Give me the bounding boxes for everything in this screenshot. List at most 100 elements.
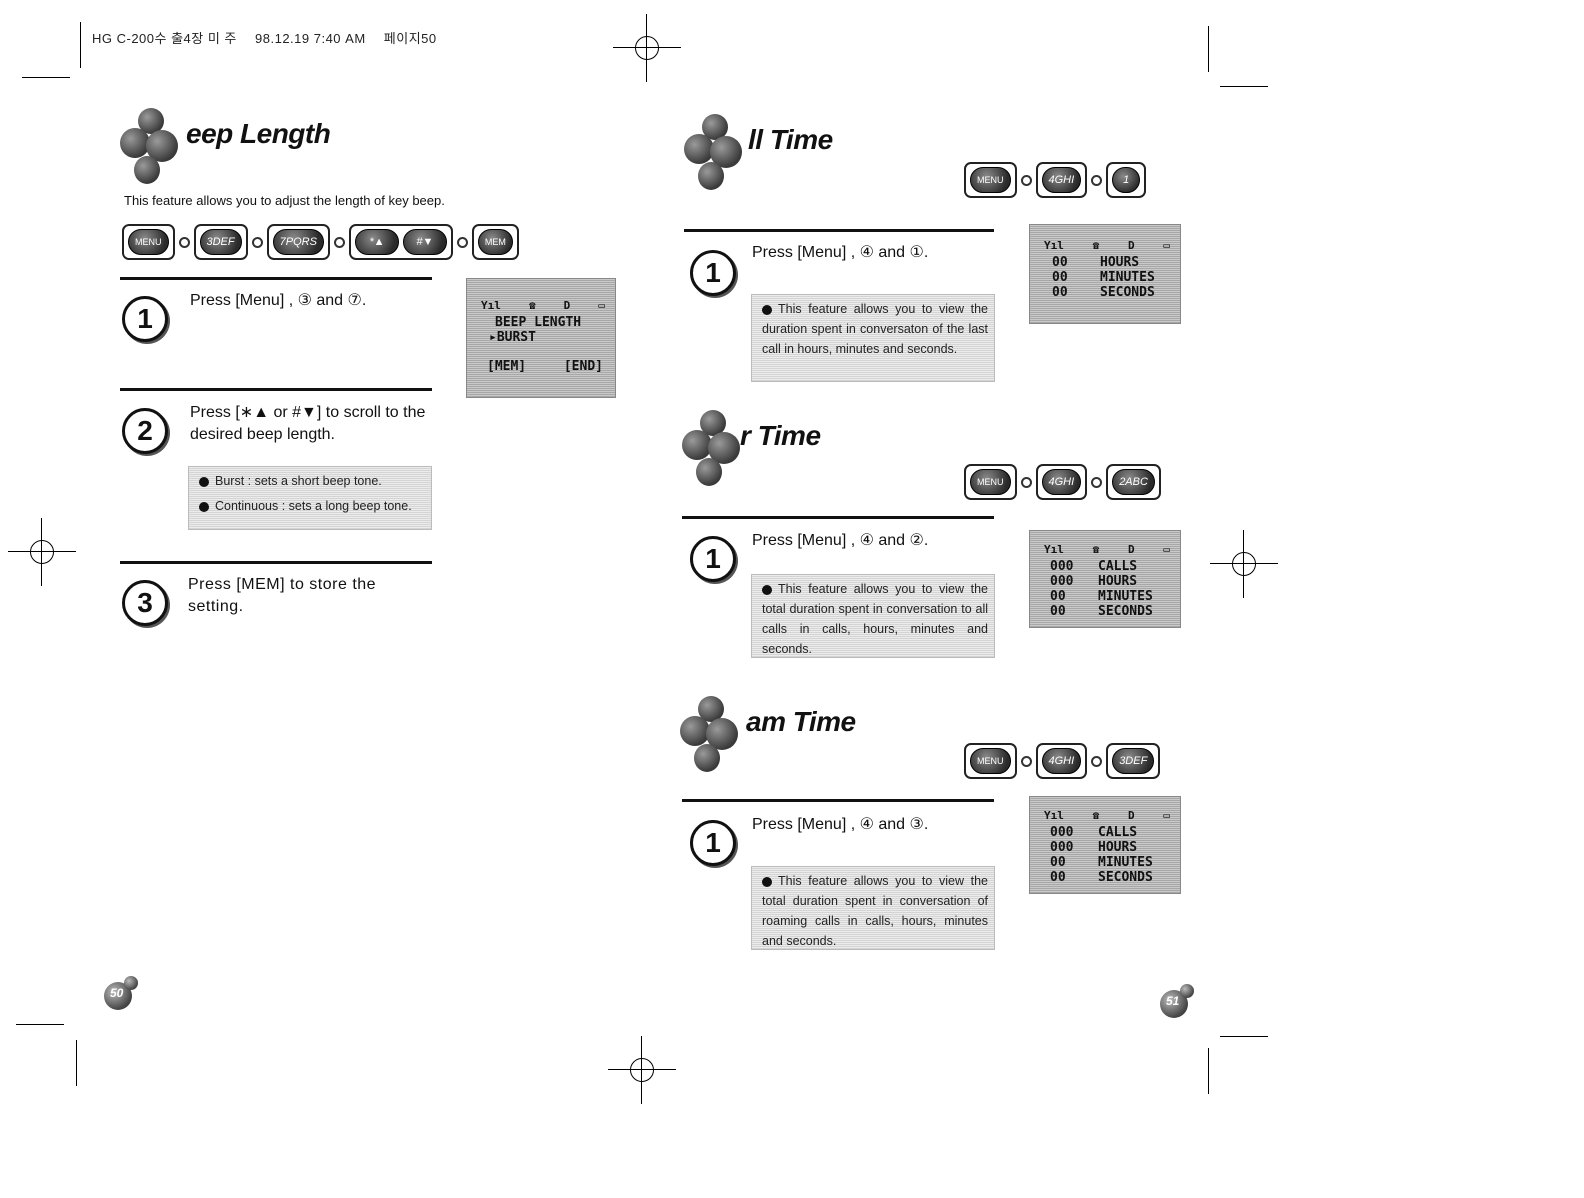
key-4: 4GHI xyxy=(1041,167,1082,193)
lcd-label: MINUTES xyxy=(1098,855,1153,870)
section-decoration-icon xyxy=(682,410,752,490)
phone-icon: ☎ xyxy=(1092,239,1100,252)
lcd-value: 000 xyxy=(1050,559,1074,574)
crop-mark xyxy=(80,22,81,68)
arrow-icon xyxy=(1091,174,1103,186)
signal-icon: Yıl xyxy=(1044,543,1064,556)
key-4: 4GHI xyxy=(1041,469,1082,495)
arrow-icon xyxy=(1020,755,1032,767)
step-rule xyxy=(682,516,994,519)
bullet-icon xyxy=(199,476,209,487)
crop-mark xyxy=(1208,1048,1209,1094)
menu-key: MENU xyxy=(128,229,169,255)
battery-icon: ▭ xyxy=(598,299,605,312)
lcd-value: 00 xyxy=(1052,285,1068,300)
key-box: 4GHI xyxy=(1035,162,1088,198)
lcd-line: ▸BURST xyxy=(489,330,536,345)
key-box: 3DEF xyxy=(193,224,248,260)
phone-icon: ☎ xyxy=(1092,543,1100,556)
header-date: 98.12.19 7:40 AM xyxy=(255,31,366,46)
lcd-status-icons: Yıl ☎ D ▭ xyxy=(1030,809,1180,825)
call-time-note: This feature allows you to view the dura… xyxy=(751,294,995,382)
menu-key: MENU xyxy=(970,469,1011,495)
registration-mark xyxy=(613,14,681,82)
step-rule xyxy=(684,229,994,232)
air-time-note: This feature allows you to view the tota… xyxy=(751,574,995,658)
section-decoration-icon xyxy=(680,696,750,776)
lcd-soft-right: [END] xyxy=(563,359,603,374)
crop-mark xyxy=(1208,26,1209,72)
phone-icon: ☎ xyxy=(1092,809,1100,822)
lcd-status-icons: Yıl ☎ D ▭ xyxy=(1030,239,1180,255)
air-time-key-sequence: MENU 4GHI 2ABC xyxy=(964,464,1161,500)
lcd-label: CALLS xyxy=(1098,559,1138,574)
step-rule xyxy=(682,799,994,802)
section-title-air-time: r Time xyxy=(740,420,821,451)
bullet-icon xyxy=(199,501,209,512)
step-rule xyxy=(120,561,432,564)
roam-time-key-sequence: MENU 4GHI 3DEF xyxy=(964,743,1161,779)
header-file: HG C-200수 출4장 미 주 xyxy=(92,31,237,46)
beep-options-note: Burst : sets a short beep tone. Continuo… xyxy=(188,466,432,530)
step-number-2: 2 xyxy=(122,408,168,454)
signal-icon: Yıl xyxy=(1044,809,1064,822)
lcd-value: 00 xyxy=(1050,855,1066,870)
lcd-status-icons: Yıl ☎ D ▭ xyxy=(1030,543,1180,559)
step-number-1: 1 xyxy=(122,296,168,342)
key-box: MENU xyxy=(964,162,1017,198)
print-header: HG C-200수 출4장 미 주 98.12.19 7:40 AM 페이지50 xyxy=(92,28,451,47)
bullet-icon xyxy=(762,304,772,315)
page-number-right: 51 xyxy=(1166,994,1180,1008)
header-page: 페이지50 xyxy=(383,31,437,46)
call-time-step-1-text: Press [Menu] , ④ and ①. xyxy=(752,244,929,261)
bullet-icon xyxy=(762,876,772,887)
hash-key: #▼ xyxy=(402,229,447,255)
key-7: 7PQRS xyxy=(272,229,324,255)
beep-step-3-text: Press [MEM] to store the setting. xyxy=(188,576,377,615)
lcd-label: HOURS xyxy=(1098,574,1138,589)
phone-icon: ☎ xyxy=(528,299,536,312)
arrow-icon xyxy=(1020,476,1032,488)
lcd-label: CALLS xyxy=(1098,825,1138,840)
beep-length-key-sequence: MENU 3DEF 7PQRS *▲ #▼ MEM xyxy=(122,224,519,260)
step-number-1: 1 xyxy=(690,820,736,866)
key-box: MEM xyxy=(471,224,519,260)
arrow-icon xyxy=(1020,174,1032,186)
section-decoration-icon xyxy=(120,108,190,188)
registration-mark xyxy=(1210,530,1278,598)
key-box: *▲ #▼ xyxy=(348,224,453,260)
lcd-value: 000 xyxy=(1050,574,1074,589)
key-box: 2ABC xyxy=(1106,464,1161,500)
key-box: 7PQRS xyxy=(266,224,330,260)
lcd-soft-left: [MEM] xyxy=(487,359,527,374)
arrow-icon xyxy=(1091,755,1103,767)
d-icon: D xyxy=(563,299,571,312)
key-3: 3DEF xyxy=(1112,748,1155,774)
step-number-3: 3 xyxy=(122,580,168,626)
arrow-icon xyxy=(178,236,190,248)
key-box: MENU xyxy=(964,743,1017,779)
crop-mark xyxy=(16,1024,64,1025)
arrow-icon xyxy=(1091,476,1103,488)
step-rule xyxy=(120,388,432,391)
call-time-note-text: This feature allows you to view the dura… xyxy=(762,302,988,356)
section-title-roam-time: am Time xyxy=(746,706,856,737)
registration-mark xyxy=(608,1036,676,1104)
key-box: 3DEF xyxy=(1106,743,1161,779)
step-number-1: 1 xyxy=(690,536,736,582)
section-title-beep-length: eep Length xyxy=(186,118,331,149)
page-number-left: 50 xyxy=(110,986,124,1000)
page-number-icon: 50 xyxy=(104,976,140,1012)
d-icon: D xyxy=(1128,239,1135,252)
battery-icon: ▭ xyxy=(1163,543,1170,556)
section-title-call-time: ll Time xyxy=(748,124,833,155)
lcd-label: MINUTES xyxy=(1100,270,1155,285)
lcd-label: HOURS xyxy=(1100,255,1140,270)
key-box: MENU xyxy=(964,464,1017,500)
battery-icon: ▭ xyxy=(1163,809,1170,822)
arrow-icon xyxy=(251,236,263,248)
mem-key: MEM xyxy=(477,229,513,255)
d-icon: D xyxy=(1128,543,1135,556)
